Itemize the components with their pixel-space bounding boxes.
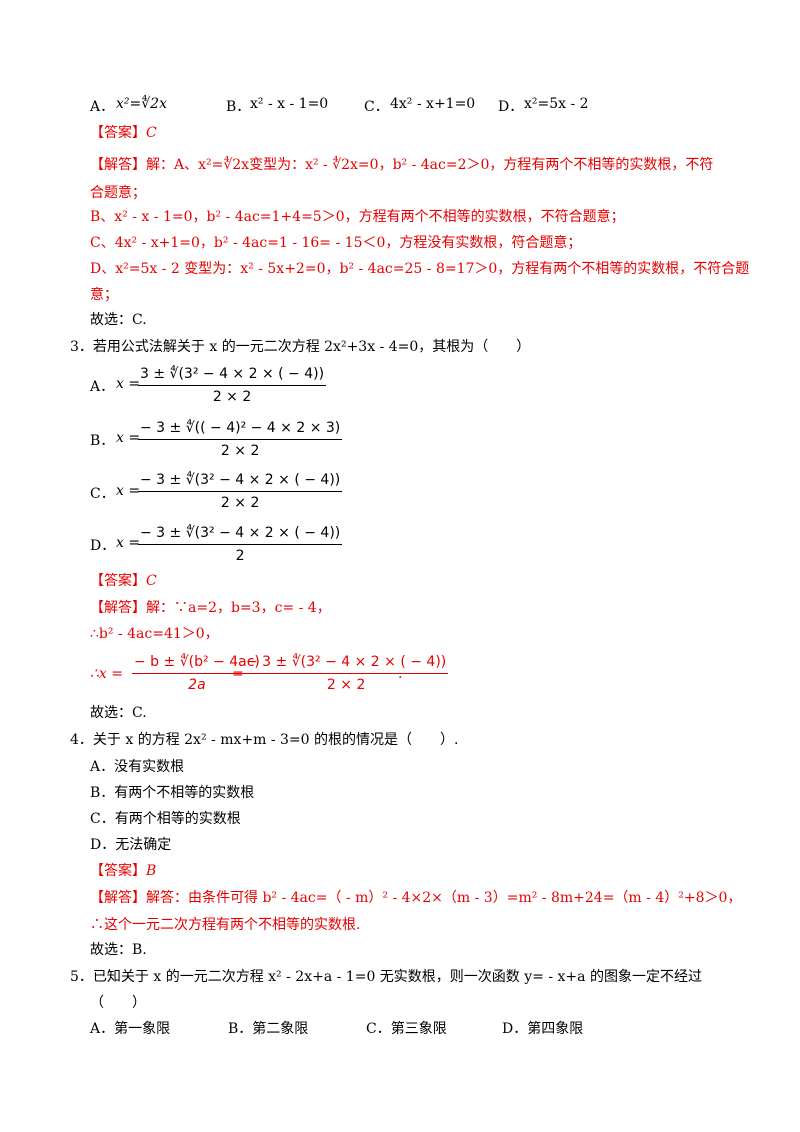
q3-stem: 3．若用公式法解关于 x 的一元二次方程 2x²+3x - 4=0，其根为（ ） xyxy=(70,339,531,355)
q2-analysis-line-1: 【解答】解：A、x²=∜2x变型为：x² - ∜2x=0，b² - 4ac=2＞… xyxy=(90,157,714,173)
q4-stem: 4．关于 x 的方程 2x² - mx+m - 3=0 的根的情况是（ ）. xyxy=(70,732,459,748)
q3-option-c-fraction: − 3 ± ∜(3² − 4 × 2 × ( − 4)) 2 × 2 xyxy=(138,472,343,511)
q3-conclusion: 故选：C. xyxy=(90,705,147,721)
q4-option-a: A．没有实数根 xyxy=(90,759,185,775)
q3-final-fraction-2: − 3 ± ∜(3² − 4 × 2 × ( − 4)) 2 × 2 xyxy=(244,654,449,693)
q5-option-d: D．第四象限 xyxy=(502,1021,584,1037)
q5-option-c: C．第三象限 xyxy=(366,1021,447,1037)
q2-option-a-label: A． xyxy=(90,99,115,115)
q2-answer: 【答案】C xyxy=(90,125,157,141)
q3-option-d-fraction: − 3 ± ∜(3² − 4 × 2 × ( − 4)) 2 xyxy=(138,525,343,564)
q2-analysis-line-6: 意； xyxy=(90,287,118,303)
q3-option-b-fraction: − 3 ± ∜(( − 4)² − 4 × 2 × 3) 2 × 2 xyxy=(138,420,343,459)
q4-answer: 【答案】B xyxy=(90,863,157,879)
q2-option-c: 4x² - x+1=0 xyxy=(390,96,476,112)
q3-analysis-line-2: ∴b² - 4ac=41＞0， xyxy=(90,626,219,642)
q4-option-d: D．无法确定 xyxy=(90,837,172,853)
q5-stem-line-1: 5．已知关于 x 的一元二次方程 x² - 2x+a - 1=0 无实数根，则一… xyxy=(70,969,702,985)
q4-option-b: B．有两个不相等的实数根 xyxy=(90,785,255,801)
q4-analysis-line-1: 【解答】解答：由条件可得 b² - 4ac=（ - m）² - 4×2×（m -… xyxy=(90,890,742,906)
q2-option-c-label: C． xyxy=(364,99,389,115)
q3-final-fraction-1: − b ± ∜(b² − 4ac) 2a xyxy=(132,654,262,693)
q2-analysis-line-5: D、x²=5x - 2 变型为：x² - 5x+2=0，b² - 4ac=25 … xyxy=(90,261,750,277)
q5-option-b: B．第二象限 xyxy=(228,1021,309,1037)
q4-conclusion: 故选：B. xyxy=(90,942,147,958)
q3-option-a-fraction: 3 ± ∜(3² − 4 × 2 × ( − 4)) 2 × 2 xyxy=(138,366,327,405)
q5-stem-line-2: （ ） xyxy=(90,995,146,1011)
q2-analysis-line-4: C、4x² - x+1=0，b² - 4ac=1 - 16= - 15＜0，方程… xyxy=(90,235,582,251)
q2-analysis-line-2: 合题意； xyxy=(90,185,146,201)
q2-analysis-line-3: B、x² - x - 1=0，b² - 4ac=1+4=5＞0，方程有两个不相等… xyxy=(90,209,625,225)
q2-option-d-label: D． xyxy=(498,99,524,115)
q3-answer: 【答案】C xyxy=(90,573,157,589)
q5-option-a: A．第一象限 xyxy=(90,1021,171,1037)
q2-option-a: x²=∜2x xyxy=(116,96,167,112)
q4-option-c: C．有两个相等的实数根 xyxy=(90,811,241,827)
q3-analysis-line-1: 【解答】解：∵a=2，b=3，c= - 4， xyxy=(90,600,331,616)
q2-option-b-label: B． xyxy=(226,99,251,115)
q2-option-b: x² - x - 1=0 xyxy=(250,96,329,112)
q4-analysis-line-2: ∴这个一元二次方程有两个不相等的实数根. xyxy=(90,917,361,933)
q2-conclusion: 故选：C. xyxy=(90,312,147,328)
q2-option-d: x²=5x - 2 xyxy=(524,96,589,112)
